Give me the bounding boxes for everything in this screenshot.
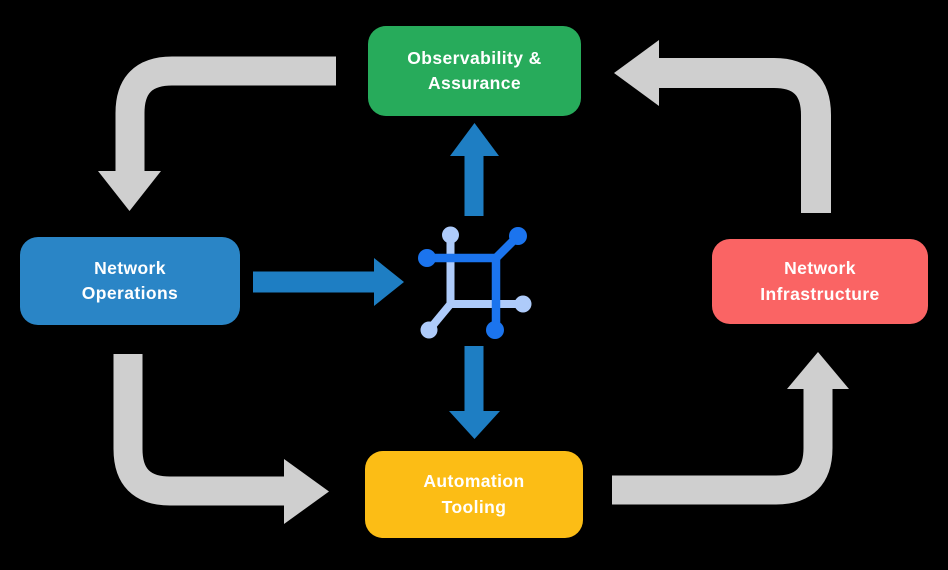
node-observability-assurance: Observability & Assurance (368, 26, 581, 116)
node-automation-tooling: Automation Tooling (365, 451, 583, 538)
flow-arrow-observability-to-operations (98, 56, 336, 211)
flow-arrow-operations-to-automation (113, 354, 329, 524)
node-network-infrastructure: Network Infrastructure (712, 239, 928, 324)
core-arrow-icon-to-automation (449, 346, 500, 439)
network-fabric-icon (418, 226, 532, 339)
flow-arrow-automation-to-infrastructure (612, 352, 849, 505)
core-arrow-operations-to-icon (253, 258, 404, 306)
flow-arrow-infrastructure-to-observability (614, 40, 831, 213)
network-fabric-icon-primary-nodes (418, 227, 527, 339)
node-observability-assurance-label: Observability & Assurance (407, 47, 542, 93)
node-network-operations: Network Operations (20, 237, 240, 325)
node-network-infrastructure-label: Network Infrastructure (760, 258, 880, 304)
network-fabric-icon-secondary-nodes (420, 226, 532, 339)
node-network-operations-label: Network Operations (81, 257, 179, 303)
node-automation-tooling-label: Automation Tooling (423, 471, 525, 517)
core-arrow-icon-to-observability (450, 123, 499, 216)
